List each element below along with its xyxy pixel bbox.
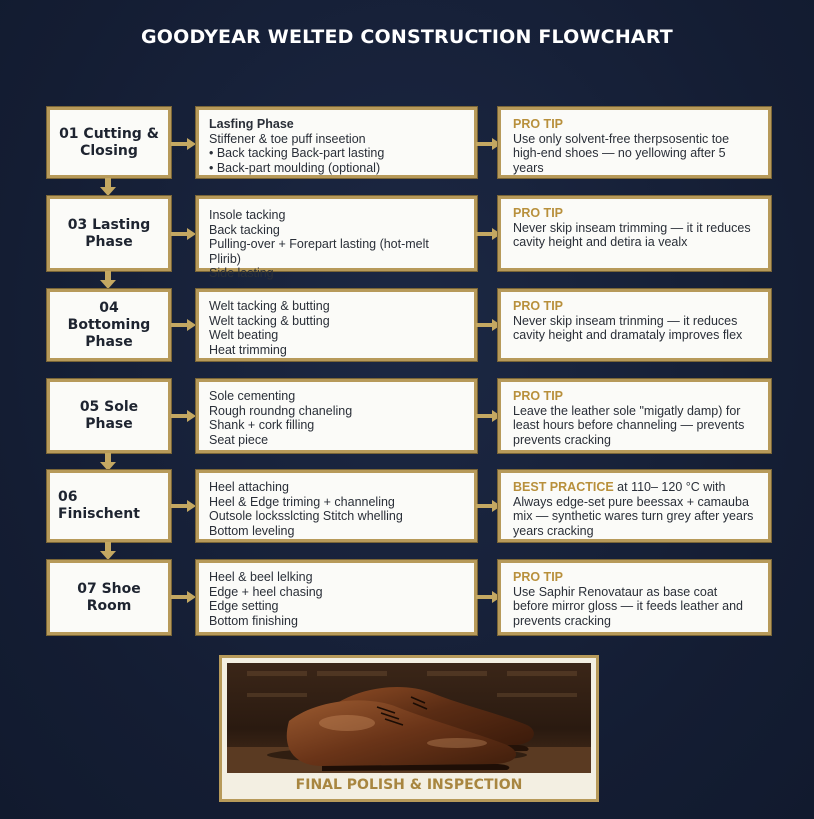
arrow-right-icon (171, 500, 196, 512)
step-item: Outsole locksslcting Stitch whelling (209, 509, 403, 523)
step-item: Rough roundng chaneling (209, 403, 353, 418)
tip-box-1: PRO TIP Use only solvent-free therpsosen… (498, 107, 771, 178)
phase-box-lasting: 03 Lasting Phase (47, 196, 171, 271)
phase-box-cutting-closing: 01 Cutting & Closing (47, 107, 171, 178)
step-item: Pulling-over + Forepart lasting (hot-mel… (209, 237, 429, 266)
arrow-right-icon (476, 591, 501, 603)
step-item: Edge setting (209, 599, 279, 613)
step-item: Bottom leveling (209, 523, 295, 538)
tip-text: Use only solvent-free therpsosentic toe … (513, 131, 730, 175)
step-item: Heel & beel lelking (209, 570, 313, 584)
tip-text: Never skip inseam trimming — it it reduc… (513, 220, 751, 250)
arrow-right-icon (171, 410, 196, 422)
tip-box-2: PRO TIP Never skip inseam trimming — it … (498, 196, 771, 271)
step-item: Side lasting (209, 266, 274, 280)
pro-tip-label: PRO TIP (513, 299, 564, 313)
step-item: Heat trimming (209, 342, 287, 357)
flowchart-title: GOODYEAR WELTED CONSTRUCTION FLOWCHART (141, 26, 673, 48)
phase-label: 06 Finischent (58, 489, 140, 522)
steps-box-3: Welt tacking & butting Welt tacking & bu… (196, 289, 477, 361)
tip-text: Use Saphir Renovataur as base coat befor… (513, 584, 743, 628)
pro-tip-label: PRO TIP (513, 389, 564, 403)
tip-box-5: BEST PRACTICE at 110– 120 °C with Always… (498, 470, 771, 542)
step-item: Welt tacking & butting (209, 299, 330, 313)
phase-label: 04 Bottoming Phase (67, 299, 151, 350)
step-item: Heel attaching (209, 480, 289, 494)
pro-tip-label: PRO TIP (513, 117, 564, 131)
phase-box-bottoming: 04 Bottoming Phase (47, 289, 171, 361)
tip-text: Leave the leather sole "migatly damp) fo… (513, 403, 745, 447)
steps-box-6: Heel & beel lelking Edge + heel chasing … (196, 560, 477, 635)
tip-label-suffix: at 110– 120 °C with (613, 480, 726, 494)
arrow-right-icon (476, 228, 501, 240)
arrow-right-icon (171, 228, 196, 240)
steps-box-2: Insole tacking Back tacking Pulling-over… (196, 196, 477, 280)
arrow-right-icon (476, 500, 501, 512)
tip-box-4: PRO TIP Leave the leather sole "migatly … (498, 379, 771, 453)
pro-tip-label: PRO TIP (513, 206, 564, 220)
phase-label: 05 Sole Phase (79, 399, 139, 432)
arrow-right-icon (476, 138, 501, 150)
tip-box-3: PRO TIP Never skip inseam trinming — it … (498, 289, 771, 361)
step-item: Insole tacking (209, 208, 286, 222)
step-item: Bottom finishing (209, 613, 298, 628)
arrow-right-icon (476, 319, 501, 331)
arrow-right-icon (171, 319, 196, 331)
step-item: Seat piece (209, 432, 269, 447)
step-item: Back tacking (209, 222, 280, 237)
phase-box-finishing: 06 Finischent (47, 470, 171, 542)
arrow-down-icon (100, 453, 116, 471)
tip-text: Never skip inseam trinming — it reduces … (513, 313, 743, 343)
final-polish-caption: FINAL POLISH & INSPECTION (295, 777, 523, 793)
steps-box-4: Sole cementing Rough roundng chaneling S… (196, 379, 477, 453)
final-inspection-panel: FINAL POLISH & INSPECTION (219, 655, 599, 802)
step-item: Shank + cork filling (209, 418, 315, 432)
arrow-down-icon (100, 542, 116, 560)
arrow-down-icon (100, 271, 116, 289)
arrow-right-icon (476, 410, 501, 422)
step-heading: Lasfing Phase (209, 117, 294, 131)
step-item: Heel & Edge triming + channeling (209, 494, 395, 509)
phase-box-sole: 05 Sole Phase (47, 379, 171, 453)
step-item: Sole cementing (209, 389, 296, 403)
arrow-right-icon (171, 591, 196, 603)
step-item: Welt tacking & butting (209, 313, 330, 328)
tip-text: Always edge-set pure beessax + camauba m… (513, 494, 754, 538)
arrow-right-icon (171, 138, 196, 150)
step-item: Stiffener & toe puff inseetion (209, 131, 366, 146)
shoe-photo (227, 663, 591, 773)
phase-box-shoe-room: 07 Shoe Room (47, 560, 171, 635)
step-item: Welt beating (209, 328, 279, 342)
phase-label: 07 Shoe Room (77, 580, 141, 614)
phase-label: 01 Cutting & Closing (59, 125, 159, 159)
step-item: • Back tacking Back-part lasting (209, 146, 385, 160)
oxford-shoe-illustration (227, 663, 591, 773)
steps-box-1: Lasfing Phase Stiffener & toe puff insee… (196, 107, 477, 178)
arrow-down-icon (100, 178, 116, 196)
best-practice-label: BEST PRACTICE (513, 480, 614, 494)
tip-box-6: PRO TIP Use Saphir Renovataur as base co… (498, 560, 771, 635)
step-item: • Back-part moulding (optional) (209, 160, 381, 175)
phase-label: 03 Lasting Phase (67, 216, 151, 250)
pro-tip-label: PRO TIP (513, 570, 564, 584)
steps-box-5: Heel attaching Heel & Edge triming + cha… (196, 470, 477, 542)
step-item: Edge + heel chasing (209, 584, 323, 599)
